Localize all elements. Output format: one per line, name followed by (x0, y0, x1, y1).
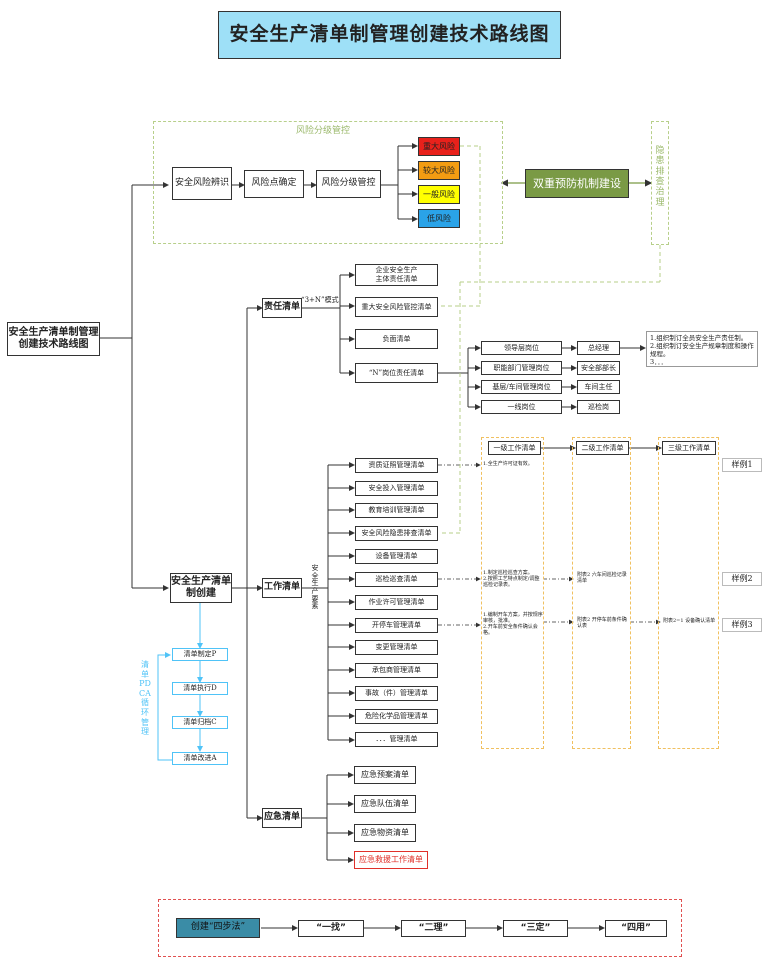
work-item-7: 作业许可管理清单 (355, 595, 438, 610)
note-equipment-list: 附表2=1 设备确认清单 (663, 618, 716, 624)
level1-header: 一级工作清单 (488, 441, 541, 455)
elements-label: 安全生产要素 (311, 564, 319, 611)
emergency-list: 应急清单 (262, 808, 302, 828)
work-item-12: 危险化学品管理清单 (355, 709, 438, 724)
mode-label: “3+N”模式 (301, 296, 339, 304)
work-item-4: 安全风险隐患排查清单 (355, 526, 438, 541)
root-node: 安全生产清单制管理创建技术路线图 (7, 322, 100, 356)
note-inspection: 1.制定巡检巡查方案。 2.按照工艺特点制定/调整巡检记录表。 (483, 570, 540, 588)
risk-group-frame (153, 121, 503, 244)
pdca-label: 清单PDCA循环管理 (139, 660, 151, 737)
emergency-item-4: 应急救援工作清单 (354, 851, 428, 869)
emergency-item-2: 应急队伍清单 (354, 795, 416, 813)
pdca-check: 清单归档C (172, 716, 228, 729)
method-label: 创建“四步法” (176, 918, 260, 938)
work-item-2: 安全投入管理清单 (355, 481, 438, 496)
emergency-item-3: 应急物资清单 (354, 824, 416, 842)
role-1: 总经理 (577, 341, 620, 355)
resp-item-3: 负面清单 (355, 329, 438, 349)
resp-item-2: 重大安全风险管控清单 (355, 297, 438, 317)
risk-group-label: 风险分级管控 (296, 126, 351, 136)
level3-column (658, 437, 719, 749)
work-item-13: ．．．管理清单 (355, 732, 438, 747)
sample-3[interactable]: 样例3 (722, 618, 762, 632)
note-inspection-table: 附表2 六车间巡检记录清单 (577, 572, 627, 584)
work-item-6: 巡检巡查清单 (355, 572, 438, 587)
note-startup-table: 附表2 开停车前条件确认表 (577, 617, 627, 629)
level1-column (481, 437, 544, 749)
sample-1[interactable]: 样例1 (722, 458, 762, 472)
role-2: 安全部部长 (577, 361, 620, 375)
responsibility-list: 责任清单 (262, 298, 302, 318)
risk-level-general: 一般风险 (418, 185, 460, 204)
position-4: 一线岗位 (481, 400, 562, 414)
risk-level-low: 低风险 (418, 209, 460, 228)
work-item-11: 事故（件）管理清单 (355, 686, 438, 701)
resp-item-1: 企业安全生产 主体责任清单 (355, 264, 438, 286)
role-4: 巡检岗 (577, 400, 620, 414)
method-step-4: “四用” (605, 920, 667, 937)
position-2: 职能部门管理岗位 (481, 361, 562, 375)
dual-prevention-mechanism: 双重预防机制建设 (525, 169, 629, 198)
work-item-9: 变更管理清单 (355, 640, 438, 655)
level2-header: 二级工作清单 (576, 441, 629, 455)
work-item-5: 设备管理清单 (355, 549, 438, 564)
pdca-do: 清单执行D (172, 682, 228, 695)
method-step-1: “一找” (298, 920, 364, 937)
risk-level-large: 较大风险 (418, 161, 460, 180)
risk-step-identify: 安全风险辨识 (172, 167, 232, 200)
work-item-1: 资质证照管理清单 (355, 458, 438, 473)
work-item-8: 开停车管理清单 (355, 618, 438, 633)
level3-header: 三级工作清单 (662, 441, 716, 455)
work-item-10: 承包商管理清单 (355, 663, 438, 678)
emergency-item-1: 应急预案清单 (354, 766, 416, 784)
risk-step-point: 风险点确定 (244, 170, 304, 198)
level2-column (572, 437, 631, 749)
role-3: 车间主任 (577, 380, 620, 394)
work-list: 工作清单 (262, 578, 302, 598)
creation-node: 安全生产清单制创建 (170, 573, 232, 603)
work-item-3: 教育培训管理清单 (355, 503, 438, 518)
risk-level-major: 重大风险 (418, 137, 460, 156)
pdca-act: 清单改进A (172, 752, 228, 765)
note-license: 1.全生产许可证有效。 (483, 461, 533, 467)
position-1: 领导层岗位 (481, 341, 562, 355)
position-3: 基层/车间管理岗位 (481, 380, 562, 394)
hazard-label: 隐患排查治理 (655, 146, 665, 208)
note-startup: 1.编制开车方案，并按规序审核，批准。 2.开车前安全条件确认会格。 (483, 612, 543, 636)
method-step-2: “二理” (401, 920, 466, 937)
sample-2[interactable]: 样例2 (722, 572, 762, 586)
page-title: 安全生产清单制管理创建技术路线图 (218, 11, 561, 59)
method-frame (158, 899, 682, 957)
method-step-3: “三定” (503, 920, 568, 937)
hazard-frame (651, 121, 669, 245)
pdca-plan: 清单制定P (172, 648, 228, 661)
risk-step-control: 风险分级管控 (316, 170, 381, 198)
responsibility-note: 1.组织制订全员安全生产责任制。 2.组织制订安全生产规章制度和操作规程。 3．… (646, 331, 758, 367)
resp-item-4: “N”岗位责任清单 (355, 363, 438, 383)
